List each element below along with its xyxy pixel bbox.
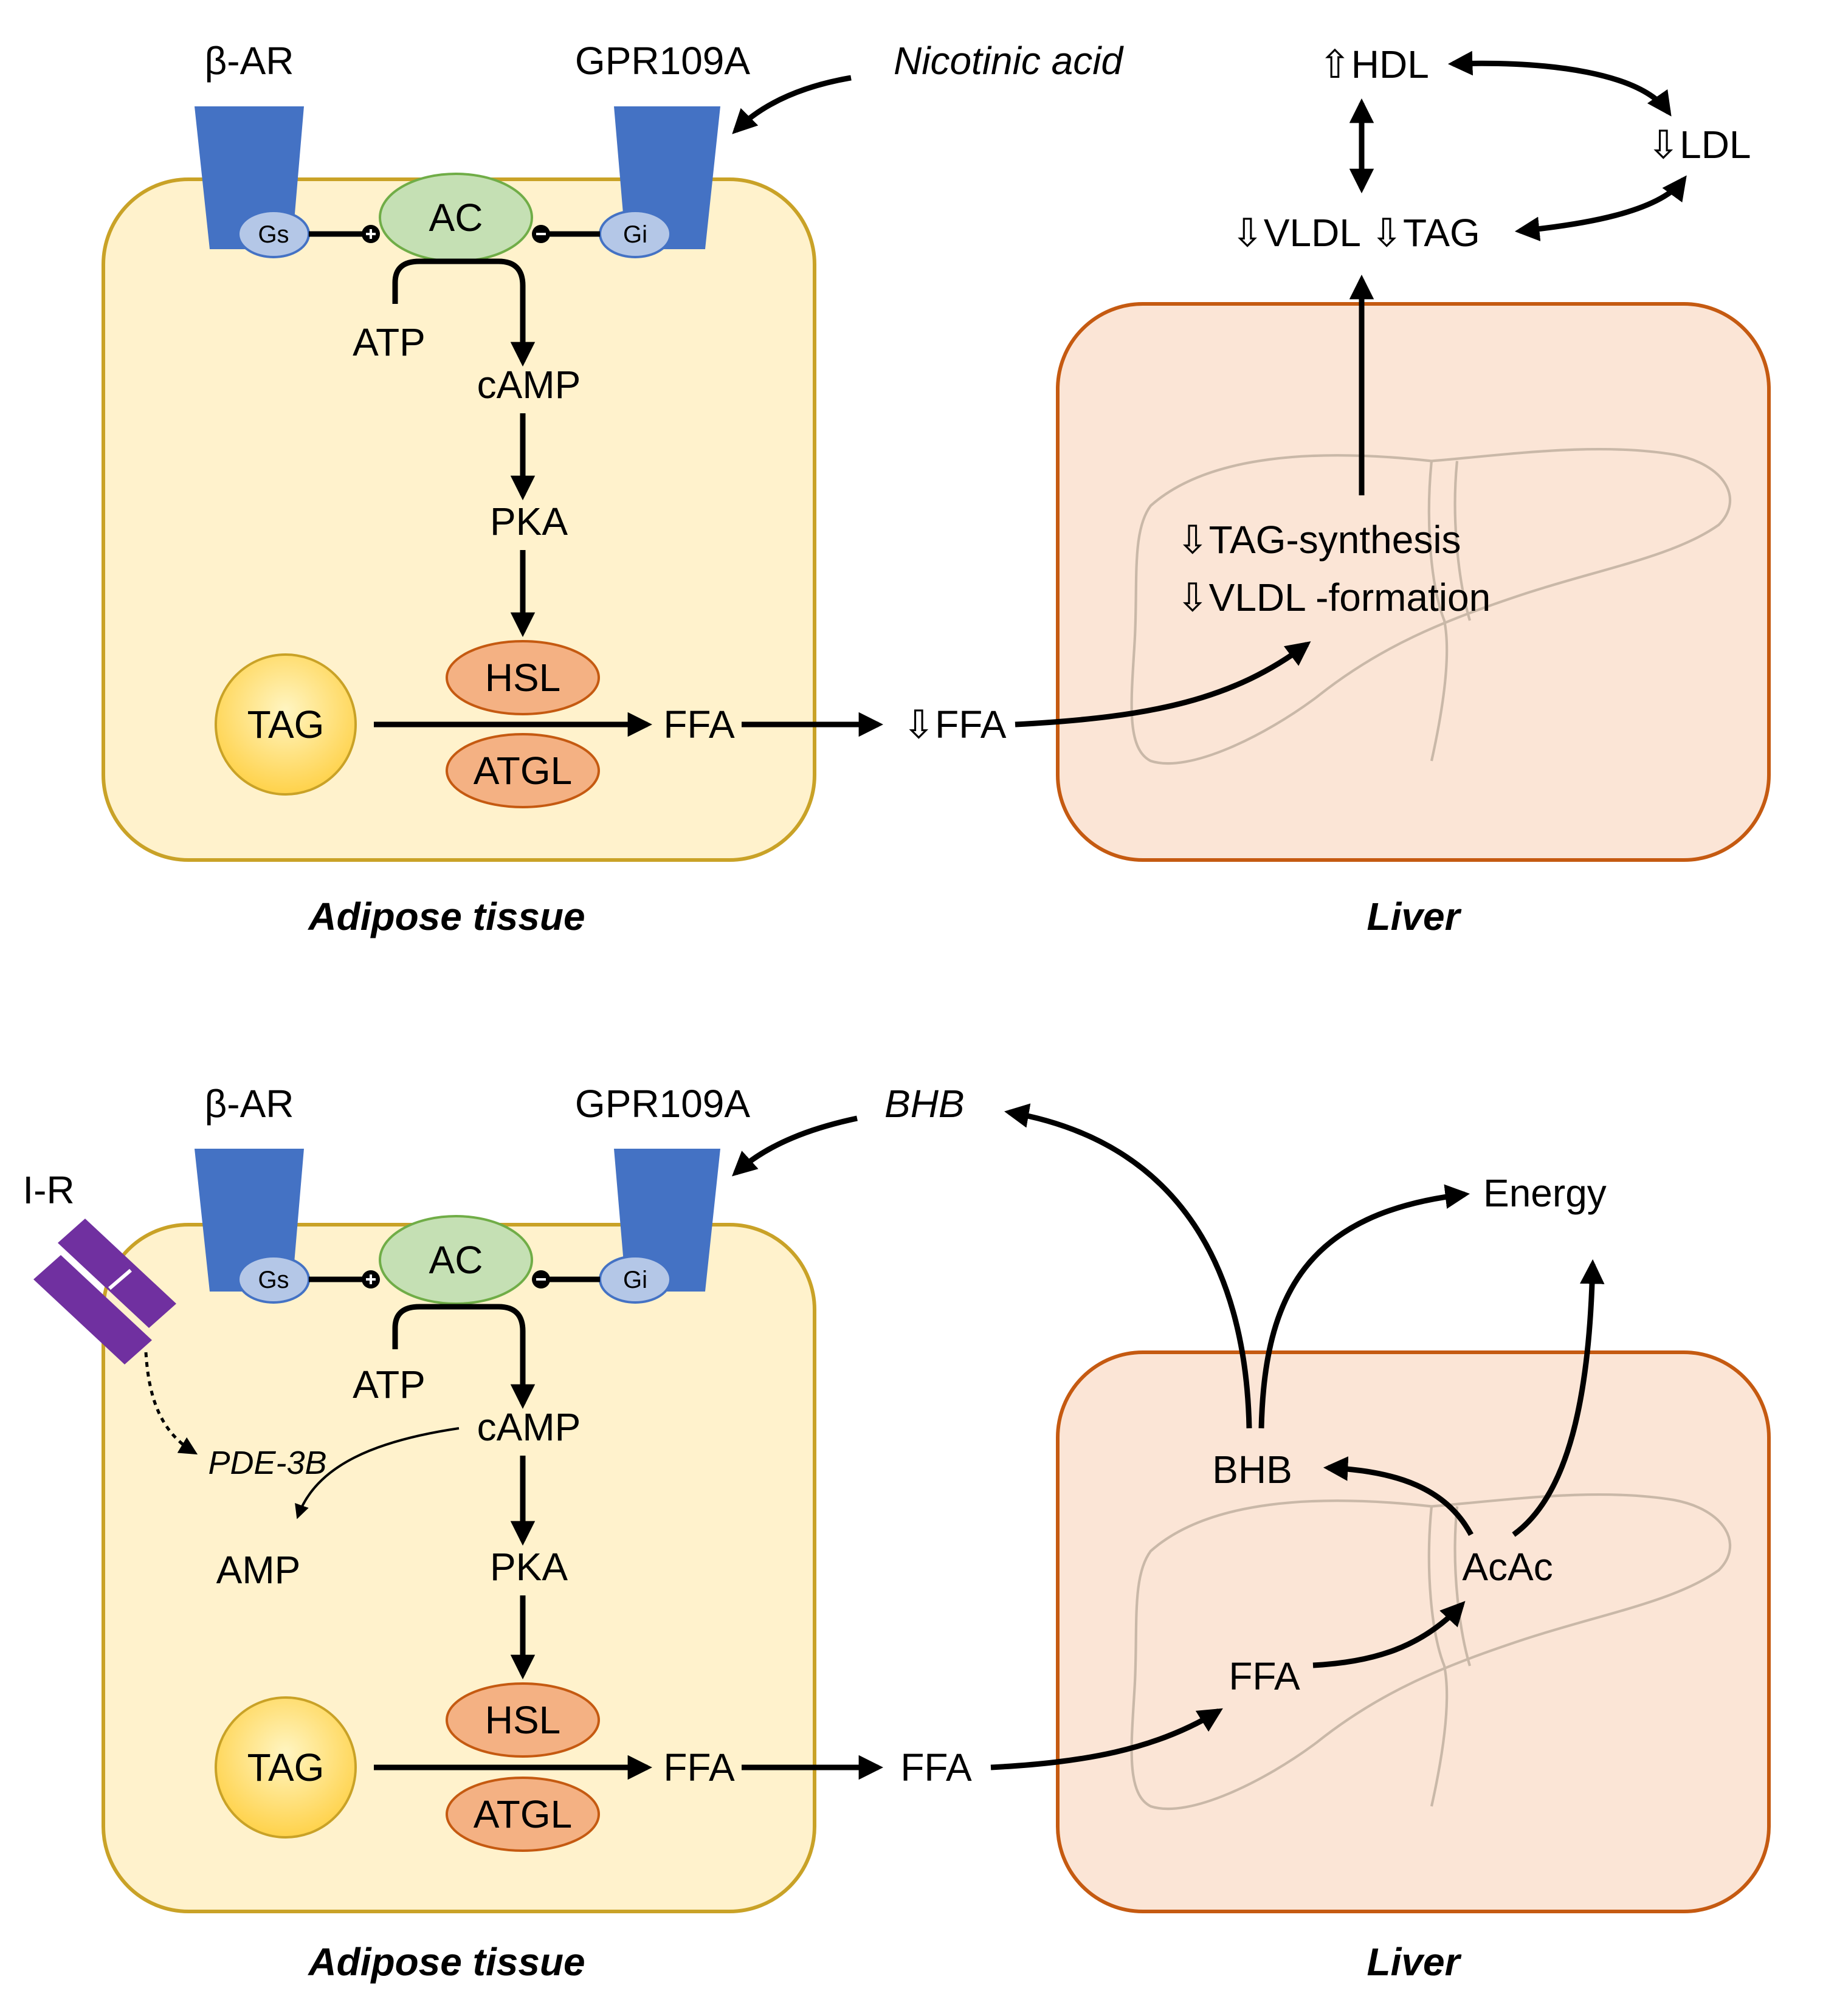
ac-label: AC (429, 196, 483, 239)
hsl-enzyme (446, 1682, 600, 1758)
vldl-tag-label: ⇩VLDL ⇩TAG (1231, 211, 1480, 255)
atp-camp-arrow (392, 258, 536, 367)
liver-caption: Liver (1367, 1940, 1462, 1984)
gs-label: Gs (258, 1267, 289, 1293)
insulin-receptor-icon (33, 1219, 176, 1364)
panel-top: β-AR GPR109A Gs Gi AC ATP cAMP PKA HSL A… (102, 39, 1771, 938)
nicotinic-acid-label: Nicotinic acid (894, 39, 1124, 83)
energy-label: Energy (1483, 1171, 1607, 1215)
acac-energy-arrow (1512, 1259, 1605, 1537)
ac-label: AC (429, 1238, 483, 1282)
ffa-cell-label: FFA (663, 1746, 735, 1789)
hdl-ldl-arrow (1447, 50, 1672, 117)
ffa-blood-label: ⇩FFA (903, 703, 1007, 746)
beta-ar-label: β-AR (204, 39, 294, 83)
bhb-energy-arrow (1258, 1184, 1470, 1429)
beta-ar-label: β-AR (204, 1082, 294, 1126)
ldl-label: ⇩LDL (1647, 123, 1751, 167)
pka-label: PKA (490, 1545, 568, 1589)
hsl-enzyme (446, 640, 600, 715)
gpr109a-label: GPR109A (575, 39, 750, 83)
atp-camp-arrow (392, 1304, 536, 1409)
pka-label: PKA (490, 500, 568, 543)
gs-label: Gs (258, 221, 289, 248)
ffa-liver-arrow (1015, 641, 1311, 728)
hsl-label: HSL (485, 656, 561, 700)
adenylyl-cyclase (379, 1215, 533, 1305)
atgl-label: ATGL (474, 749, 572, 793)
tag-label: TAG (247, 1746, 325, 1789)
ffa-liver-arrow (990, 1708, 1223, 1770)
atgl-label: ATGL (474, 1792, 572, 1836)
liver-acac-label: AcAc (1462, 1545, 1553, 1589)
adipose-caption: Adipose tissue (307, 1940, 585, 1984)
acac-bhb-arrow (1323, 1456, 1473, 1536)
hsl-label: HSL (485, 1698, 561, 1742)
ldl-vldl-arrow (1514, 175, 1687, 241)
liver-vldl-formation: ⇩VLDL -formation (1176, 576, 1491, 619)
gi-label: Gi (623, 221, 647, 248)
adipose-caption: Adipose tissue (307, 895, 585, 938)
liver-box (1056, 302, 1771, 862)
liver-tag-synthesis: ⇩TAG-synthesis (1176, 518, 1461, 562)
bhb-ligand-label: BHB (884, 1082, 965, 1126)
panel-bottom: β-AR GPR109A Gs Gi AC I-R PDE-3B ATP cAM… (22, 1082, 1771, 1984)
camp-label: cAMP (477, 1405, 581, 1449)
ffa-acac-arrow (1312, 1601, 1466, 1668)
bhb-out-arrow (1004, 1103, 1252, 1429)
pde-label: PDE-3B (208, 1445, 326, 1481)
atp-label: ATP (353, 1363, 426, 1406)
nicotinic-acid-arrow (732, 75, 852, 134)
atp-label: ATP (353, 320, 426, 364)
ffa-cell-label: FFA (663, 703, 735, 746)
bhb-ligand-arrow (732, 1115, 858, 1177)
tag-droplet (215, 1696, 357, 1839)
liver-ffa-label: FFA (1229, 1654, 1300, 1698)
insulin-receptor-label: I-R (22, 1168, 74, 1212)
amp-label: AMP (216, 1548, 301, 1592)
tag-label: TAG (247, 703, 325, 746)
liver-box (1056, 1350, 1771, 1913)
camp-label: cAMP (477, 363, 581, 407)
gi-label: Gi (623, 1267, 647, 1293)
liver-bhb-label: BHB (1212, 1448, 1292, 1491)
atgl-enzyme (446, 733, 600, 808)
atgl-enzyme (446, 1777, 600, 1852)
liver-caption: Liver (1367, 895, 1462, 938)
ffa-blood-label: FFA (900, 1746, 972, 1789)
tag-droplet (215, 653, 357, 796)
camp-amp-arrow (295, 1427, 460, 1519)
hdl-label: ⇧HDL (1318, 43, 1429, 86)
gpr109a-label: GPR109A (575, 1082, 750, 1126)
